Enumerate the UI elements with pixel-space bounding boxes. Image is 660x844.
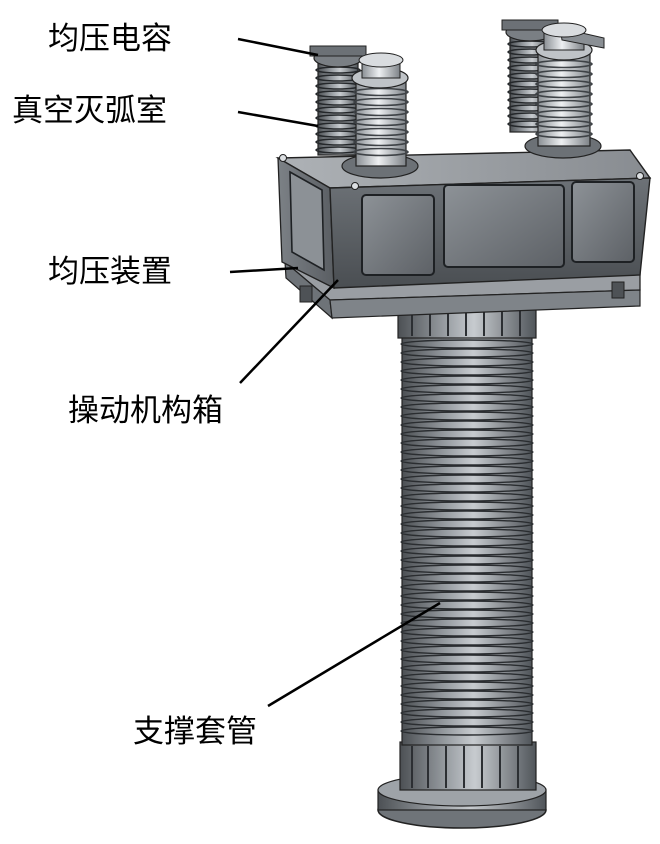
leader-vacuum-interrupter: [237, 110, 319, 128]
label-mechanism-box: 操动机构箱: [68, 393, 223, 429]
leader-grading-device: [229, 266, 299, 274]
leader-mechanism-box: [239, 279, 339, 384]
label-grading-device: 均压装置: [48, 254, 172, 290]
label-support-bushing: 支撑套管: [133, 714, 257, 750]
label-vacuum-interrupter: 真空灭弧室: [12, 93, 167, 129]
left-grading-capacitor: [309, 45, 367, 156]
leader-support-bushing: [267, 601, 441, 708]
label-grading-capacitor: 均压电容: [48, 21, 172, 57]
support-bushing: [377, 291, 547, 829]
mechanism-box: [275, 149, 652, 290]
right-vacuum-interrupter: [524, 22, 605, 159]
leader-grading-capacitor: [237, 37, 319, 57]
leader-lines: [229, 37, 441, 708]
left-vacuum-interrupter: [341, 52, 419, 179]
